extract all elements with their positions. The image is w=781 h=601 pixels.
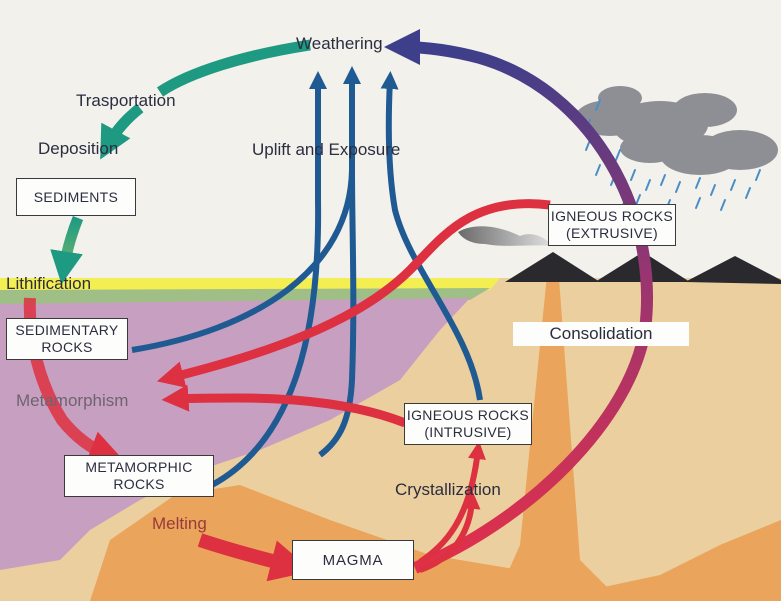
crystallization-arrow-2 bbox=[418, 491, 481, 573]
sediments-box: SEDIMENTS bbox=[16, 178, 136, 216]
metamorphism-label: Metamorphism bbox=[16, 391, 129, 410]
metamorphic-rocks-line1: METAMORPHIC bbox=[85, 459, 193, 475]
igneous-extrusive-box: IGNEOUS ROCKS (EXTRUSIVE) bbox=[548, 204, 676, 246]
sedimentary-rocks-box: SEDIMENTARY ROCKS bbox=[6, 318, 128, 360]
lithification-label: Lithification bbox=[6, 274, 92, 293]
igneous-intrusive-box: IGNEOUS ROCKS (INTRUSIVE) bbox=[404, 403, 532, 445]
volcano-smoke bbox=[458, 226, 552, 246]
transportation-arrow bbox=[156, 39, 311, 97]
deposition-label: Deposition bbox=[38, 139, 119, 158]
deposition-arrow bbox=[100, 103, 144, 160]
magma-text: MAGMA bbox=[322, 551, 384, 569]
sedimentary-rocks-line2: ROCKS bbox=[41, 339, 93, 355]
igneous-intrusive-line1: IGNEOUS ROCKS bbox=[406, 407, 530, 423]
crystallization-arrow bbox=[418, 441, 486, 565]
lithification-arrow bbox=[50, 215, 84, 285]
uplift-arrows bbox=[131, 66, 483, 488]
metamorphic-rocks-box: METAMORPHIC ROCKS bbox=[64, 455, 214, 497]
weathering-label: Weathering bbox=[296, 34, 383, 53]
transportation-label: Trasportation bbox=[76, 91, 176, 110]
metamorphic-rocks-line2: ROCKS bbox=[113, 476, 165, 492]
metamorphism-arrows bbox=[156, 199, 551, 428]
consolidation-label: Consolidation bbox=[513, 322, 689, 346]
magma-box: MAGMA bbox=[292, 540, 414, 580]
melting-arrow bbox=[197, 533, 313, 582]
igneous-extrusive-line1: IGNEOUS ROCKS bbox=[550, 208, 674, 224]
crystallization-label: Crystallization bbox=[395, 480, 501, 499]
igneous-extrusive-line2: (EXTRUSIVE) bbox=[566, 225, 658, 241]
sedimentary-rocks-line1: SEDIMENTARY bbox=[15, 322, 119, 338]
melting-label: Melting bbox=[152, 514, 207, 533]
uplift-label: Uplift and Exposure bbox=[252, 140, 401, 159]
rain-clouds bbox=[575, 86, 778, 175]
igneous-intrusive-line2: (INTRUSIVE) bbox=[424, 424, 512, 440]
sediments-text: SEDIMENTS bbox=[33, 188, 119, 205]
